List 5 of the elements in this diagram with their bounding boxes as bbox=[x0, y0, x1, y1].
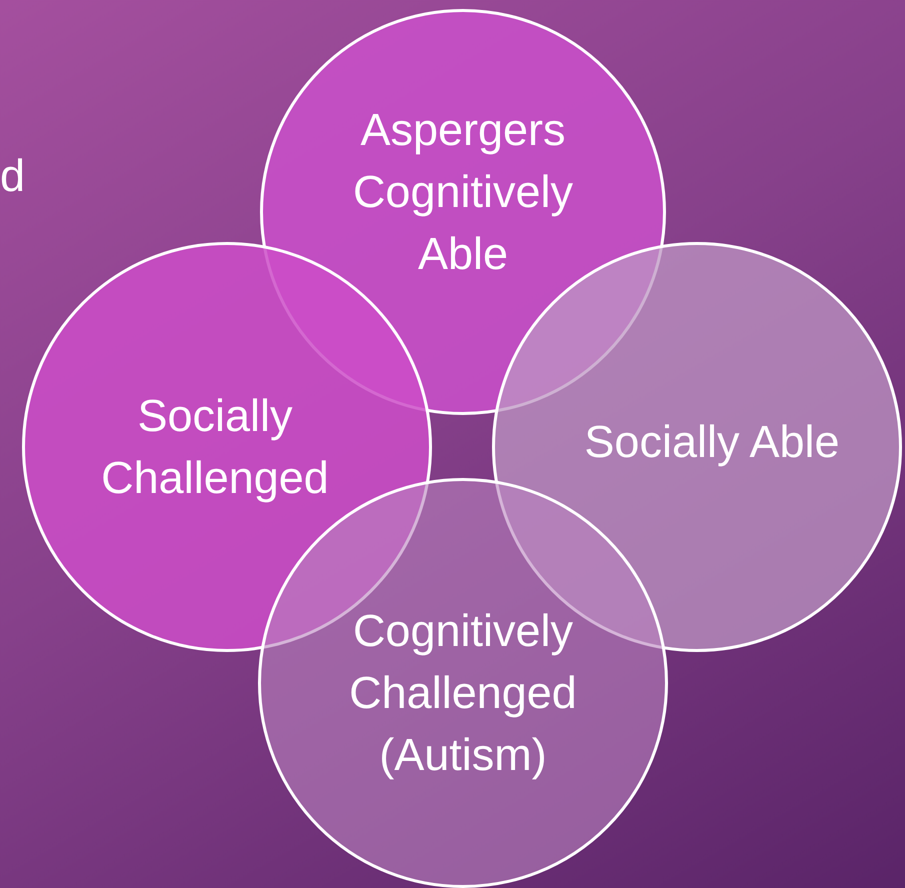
circle-label: Aspergers Cognitively Able bbox=[352, 103, 574, 281]
circle-label: Socially Able bbox=[583, 415, 841, 469]
circle-label: Socially Challenged bbox=[100, 389, 330, 505]
circle-label: Cognitively Challenged (Autism) bbox=[348, 604, 578, 782]
slide-text-fragment: d bbox=[0, 150, 26, 202]
